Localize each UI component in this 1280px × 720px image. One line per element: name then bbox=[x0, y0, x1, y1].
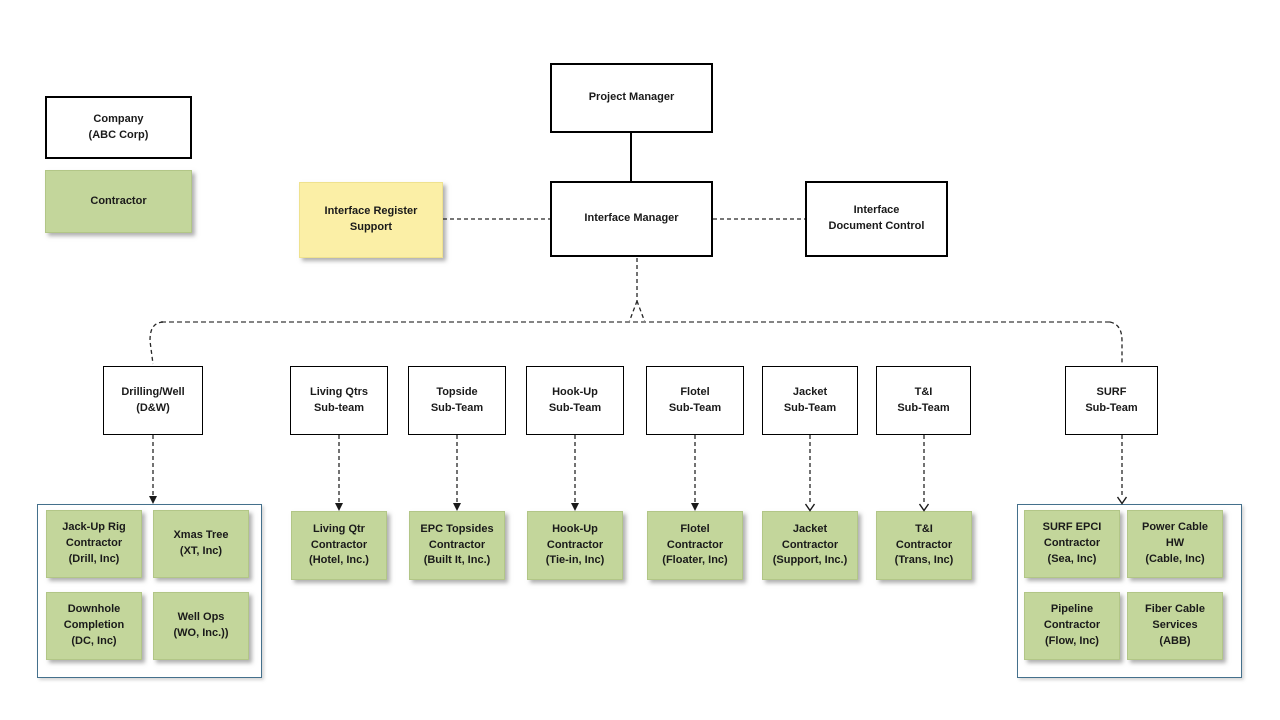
connector-rail-drilling bbox=[149, 321, 164, 365]
subteam-hookup-box: Hook-Up Sub-Team bbox=[526, 366, 624, 435]
contractor-pipeline-box: Pipeline Contractor (Flow, Inc) bbox=[1024, 592, 1120, 660]
contractor-surf-epci-box: SURF EPCI Contractor (Sea, Inc) bbox=[1024, 510, 1120, 578]
contractor-jackup-rig-box: Jack-Up Rig Contractor (Drill, Inc) bbox=[46, 510, 142, 578]
contractor-epc-topsides-box: EPC Topsides Contractor (Built It, Inc.) bbox=[409, 511, 505, 580]
arrow-surf-head bbox=[1116, 496, 1128, 505]
arrow-jacket-head bbox=[804, 503, 816, 512]
subteam-drilling-well-box: Drilling/Well (D&W) bbox=[103, 366, 203, 435]
connector-im-fork bbox=[628, 258, 646, 322]
arrow-living-head bbox=[335, 503, 343, 511]
subteam-jacket-box: Jacket Sub-Team bbox=[762, 366, 858, 435]
subteam-ti-box: T&I Sub-Team bbox=[876, 366, 971, 435]
interface-manager-box: Interface Manager bbox=[550, 181, 713, 257]
contractor-flotel-box: Flotel Contractor (Floater, Inc) bbox=[647, 511, 743, 580]
arrow-flotel-head bbox=[691, 503, 699, 511]
legend-company-box: Company (ABC Corp) bbox=[45, 96, 192, 159]
contractor-jacket-box: Jacket Contractor (Support, Inc.) bbox=[762, 511, 858, 580]
contractor-xmas-tree-box: Xmas Tree (XT, Inc) bbox=[153, 510, 249, 578]
contractor-ti-box: T&I Contractor (Trans, Inc) bbox=[876, 511, 972, 580]
legend-contractor-box: Contractor bbox=[45, 170, 192, 233]
connector-rail-surf bbox=[1109, 321, 1123, 364]
contractor-power-cable-box: Power Cable HW (Cable, Inc) bbox=[1127, 510, 1223, 578]
subteam-living-qtrs-box: Living Qtrs Sub-team bbox=[290, 366, 388, 435]
subteam-flotel-box: Flotel Sub-Team bbox=[646, 366, 744, 435]
subteam-surf-box: SURF Sub-Team bbox=[1065, 366, 1158, 435]
arrow-ti-head bbox=[918, 503, 930, 512]
contractor-fiber-cable-box: Fiber Cable Services (ABB) bbox=[1127, 592, 1223, 660]
subteam-topside-box: Topside Sub-Team bbox=[408, 366, 506, 435]
interface-register-support-box: Interface Register Support bbox=[299, 182, 443, 258]
project-manager-box: Project Manager bbox=[550, 63, 713, 133]
arrow-drilling-head bbox=[149, 496, 157, 504]
interface-document-control-box: Interface Document Control bbox=[805, 181, 948, 257]
contractor-hookup-box: Hook-Up Contractor (Tie-in, Inc) bbox=[527, 511, 623, 580]
contractor-well-ops-box: Well Ops (WO, Inc.)) bbox=[153, 592, 249, 660]
contractor-downhole-completion-box: Downhole Completion (DC, Inc) bbox=[46, 592, 142, 660]
contractor-living-qtr-box: Living Qtr Contractor (Hotel, Inc.) bbox=[291, 511, 387, 580]
arrow-hookup-head bbox=[571, 503, 579, 511]
arrow-topside-head bbox=[453, 503, 461, 511]
